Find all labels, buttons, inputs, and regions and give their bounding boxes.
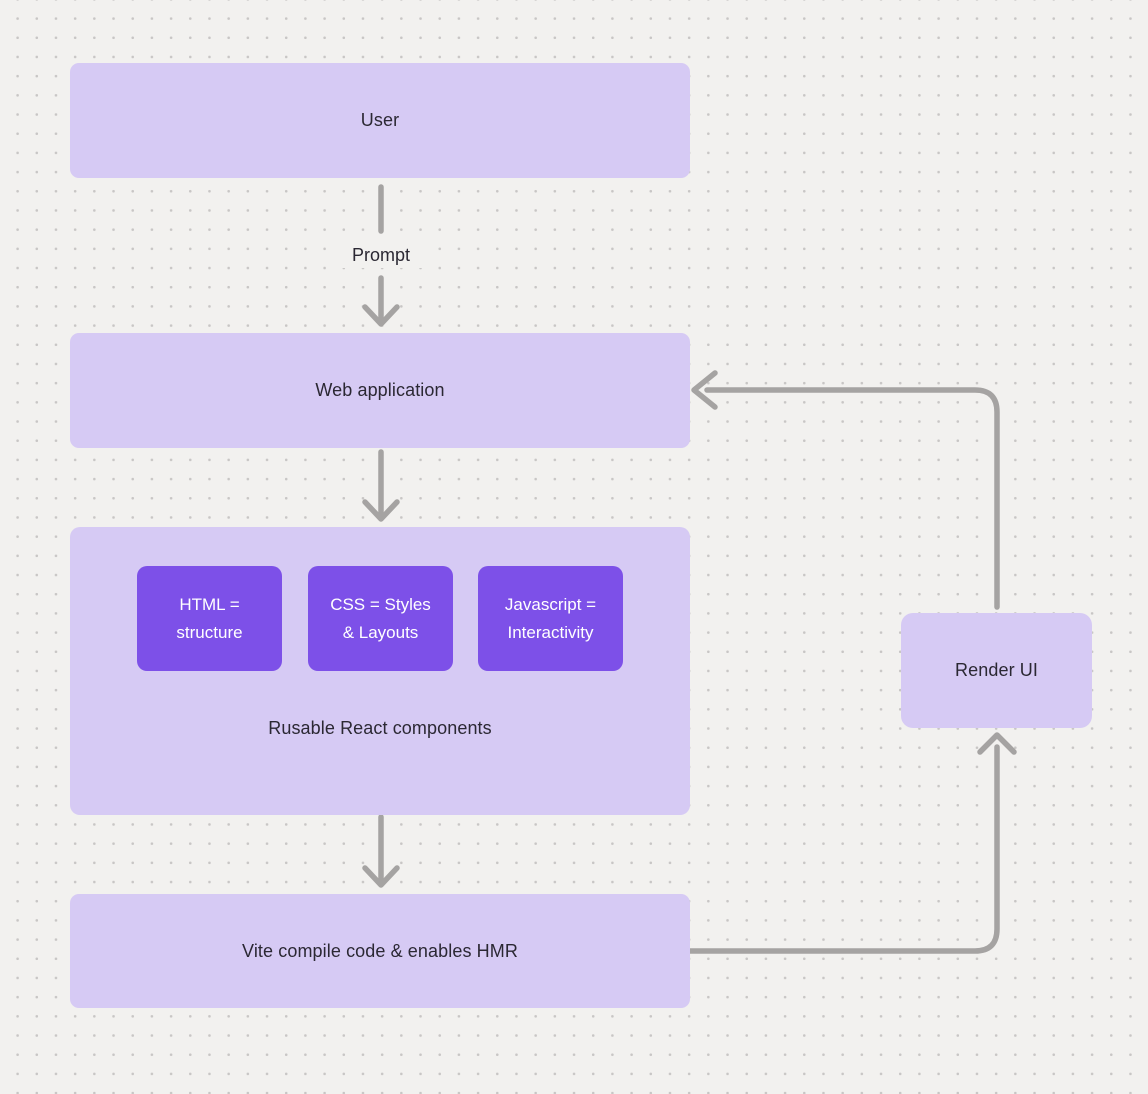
node-components-group: HTML = structure CSS = Styles & Layouts … (70, 527, 690, 815)
chip-css-label: CSS = Styles & Layouts (330, 594, 431, 642)
chip-javascript-label: Javascript = Interactivity (504, 594, 597, 642)
chip-html-label: HTML = structure (176, 594, 243, 642)
arrowhead-up-into-render (977, 732, 1017, 755)
node-user: User (70, 63, 690, 178)
node-vite-label: Vite compile code & enables HMR (242, 940, 518, 961)
chip-html: HTML = structure (137, 566, 282, 671)
node-web-application: Web application (70, 333, 690, 448)
arrowhead-down-into-vite (362, 865, 400, 888)
chip-javascript: Javascript = Interactivity (478, 566, 623, 671)
node-user-label: User (360, 110, 400, 130)
arrow-vite-to-render (687, 744, 1000, 954)
chip-css: CSS = Styles & Layouts (308, 566, 453, 671)
node-vite: Vite compile code & enables HMR (70, 894, 690, 1008)
node-render-ui-label: Render UI (955, 660, 1038, 680)
arrow-render-to-web (704, 387, 1000, 610)
arrowhead-left-into-web (691, 370, 718, 410)
edge-label-prompt: Prompt (336, 243, 426, 268)
arrowhead-down-into-components (362, 499, 400, 522)
node-web-application-label: Web application (315, 380, 445, 400)
node-render-ui: Render UI (901, 613, 1092, 728)
components-group-caption: Rusable React components (268, 718, 492, 738)
arrowhead-down-into-web (362, 304, 400, 327)
